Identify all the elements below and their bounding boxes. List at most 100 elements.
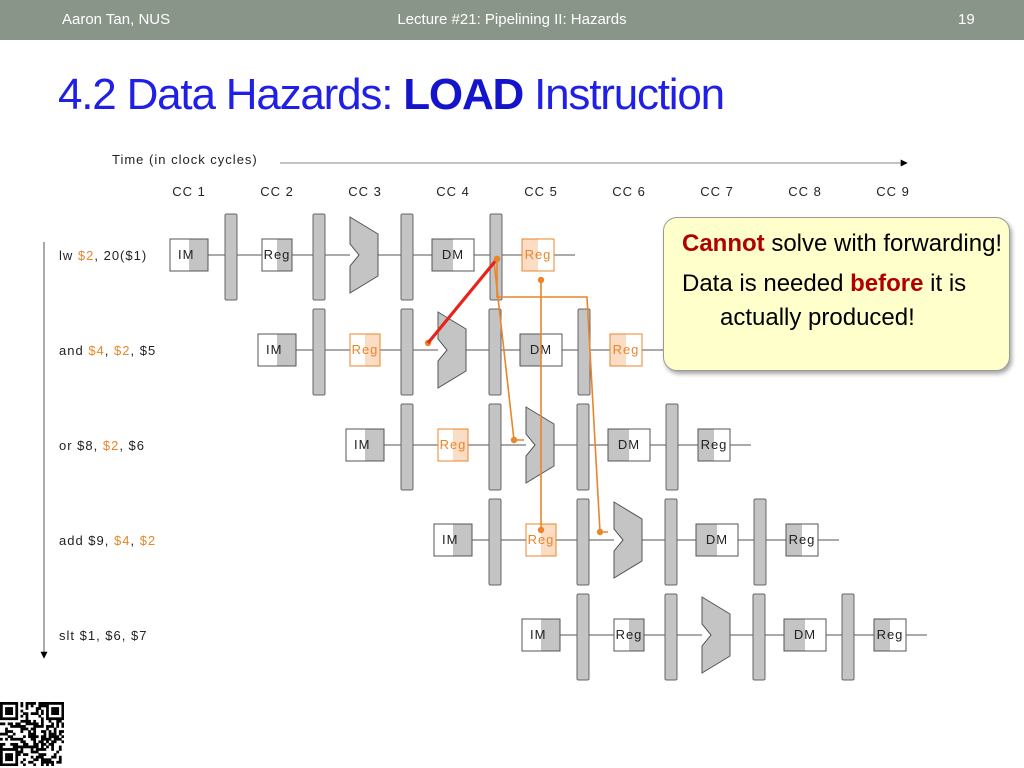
qr-module xyxy=(7,730,11,733)
qr-module xyxy=(17,753,21,756)
qr-module xyxy=(12,748,16,751)
qr-module xyxy=(12,717,16,721)
qr-module xyxy=(30,748,34,751)
qr-module xyxy=(5,712,8,715)
dm-label: DM xyxy=(794,627,816,642)
slide-header: Aaron Tan, NUS Lecture #21: Pipelining I… xyxy=(0,0,1024,40)
qr-module xyxy=(25,719,29,723)
qr-module xyxy=(56,712,60,715)
qr-module xyxy=(33,722,37,726)
im-outline xyxy=(521,618,561,652)
qr-module xyxy=(51,740,54,744)
qr-module xyxy=(46,740,49,744)
qr-module xyxy=(23,712,26,715)
reg-wb-shade xyxy=(786,524,802,556)
qr-module xyxy=(23,758,26,762)
qr-module xyxy=(46,712,49,715)
dm-outline xyxy=(607,428,651,462)
qr-module xyxy=(25,707,29,710)
qr-module xyxy=(43,748,47,751)
qr-module xyxy=(30,704,34,708)
qr-module xyxy=(33,735,37,739)
im-outline xyxy=(345,428,385,462)
qr-module xyxy=(35,725,39,728)
qr-module xyxy=(20,750,24,754)
qr-module xyxy=(35,758,39,762)
qr-module xyxy=(56,719,60,723)
qr-module xyxy=(25,704,29,708)
qr-module xyxy=(0,745,3,749)
qr-module xyxy=(5,748,8,751)
pipeline-register xyxy=(753,498,767,586)
qr-module xyxy=(40,722,44,726)
qr-module xyxy=(5,737,8,741)
reg-wb-label: Reg xyxy=(525,247,552,262)
qr-module xyxy=(38,707,42,710)
reg-wb-shade xyxy=(698,429,714,461)
qr-module xyxy=(10,763,13,766)
qr-module xyxy=(46,725,49,728)
qr-module xyxy=(48,702,52,705)
qr-module xyxy=(25,717,29,721)
instruction-label: or $8, $2, $6 xyxy=(59,438,145,453)
cycle-label: CC 3 xyxy=(348,184,382,199)
instruction-text-part: and xyxy=(59,343,88,358)
qr-module xyxy=(33,758,37,762)
qr-module xyxy=(61,702,64,705)
qr-module xyxy=(48,732,52,736)
title-suffix: Instruction xyxy=(523,70,725,119)
reg-wb-label: Reg xyxy=(701,437,728,452)
qr-module xyxy=(15,750,19,754)
reg-id-shade xyxy=(541,524,556,556)
qr-module xyxy=(61,735,64,739)
reg-id-label: Reg xyxy=(616,627,643,642)
qr-module xyxy=(0,709,3,713)
pipeline-row xyxy=(433,498,839,586)
qr-module xyxy=(10,742,13,746)
qr-module xyxy=(58,719,62,723)
qr-module xyxy=(58,745,62,749)
im-label: IM xyxy=(354,437,370,452)
qr-module xyxy=(33,750,37,754)
qr-module xyxy=(30,702,34,705)
qr-module xyxy=(46,760,49,764)
qr-module xyxy=(7,717,11,721)
qr-module xyxy=(51,735,54,739)
qr-module xyxy=(5,755,8,759)
qr-module xyxy=(25,702,29,705)
qr-module xyxy=(33,763,37,766)
qr-module xyxy=(0,712,3,715)
qr-module xyxy=(30,732,34,736)
qr-module xyxy=(7,753,11,756)
qr-module xyxy=(38,714,42,718)
qr-module xyxy=(17,737,21,741)
qr-module xyxy=(33,712,37,715)
im-label: IM xyxy=(266,342,282,357)
reg-id-outline xyxy=(437,428,469,462)
qr-module xyxy=(12,737,16,741)
title-bold: LOAD xyxy=(403,70,524,119)
qr-module xyxy=(5,732,8,736)
qr-module xyxy=(40,719,44,723)
instruction-label: slt $1, $6, $7 xyxy=(59,628,147,643)
cycle-label: CC 8 xyxy=(788,184,822,199)
qr-module xyxy=(15,742,19,746)
qr-module xyxy=(15,760,19,764)
reg-wb-label: Reg xyxy=(877,627,904,642)
instruction-label: and $4, $2, $5 xyxy=(59,343,156,358)
qr-module xyxy=(15,755,19,759)
instruction-text-part: , 20($1) xyxy=(94,248,147,263)
dm-shade xyxy=(784,619,805,651)
qr-module xyxy=(30,760,34,764)
qr-module xyxy=(10,758,13,762)
qr-module xyxy=(40,742,44,746)
dm-label: DM xyxy=(706,532,728,547)
qr-module xyxy=(40,760,44,764)
qr-module xyxy=(43,753,47,756)
qr-module xyxy=(5,702,8,705)
qr-module xyxy=(46,737,49,741)
qr-module xyxy=(51,748,54,751)
qr-module xyxy=(23,753,26,756)
qr-module xyxy=(15,748,19,751)
qr-module xyxy=(17,745,21,749)
